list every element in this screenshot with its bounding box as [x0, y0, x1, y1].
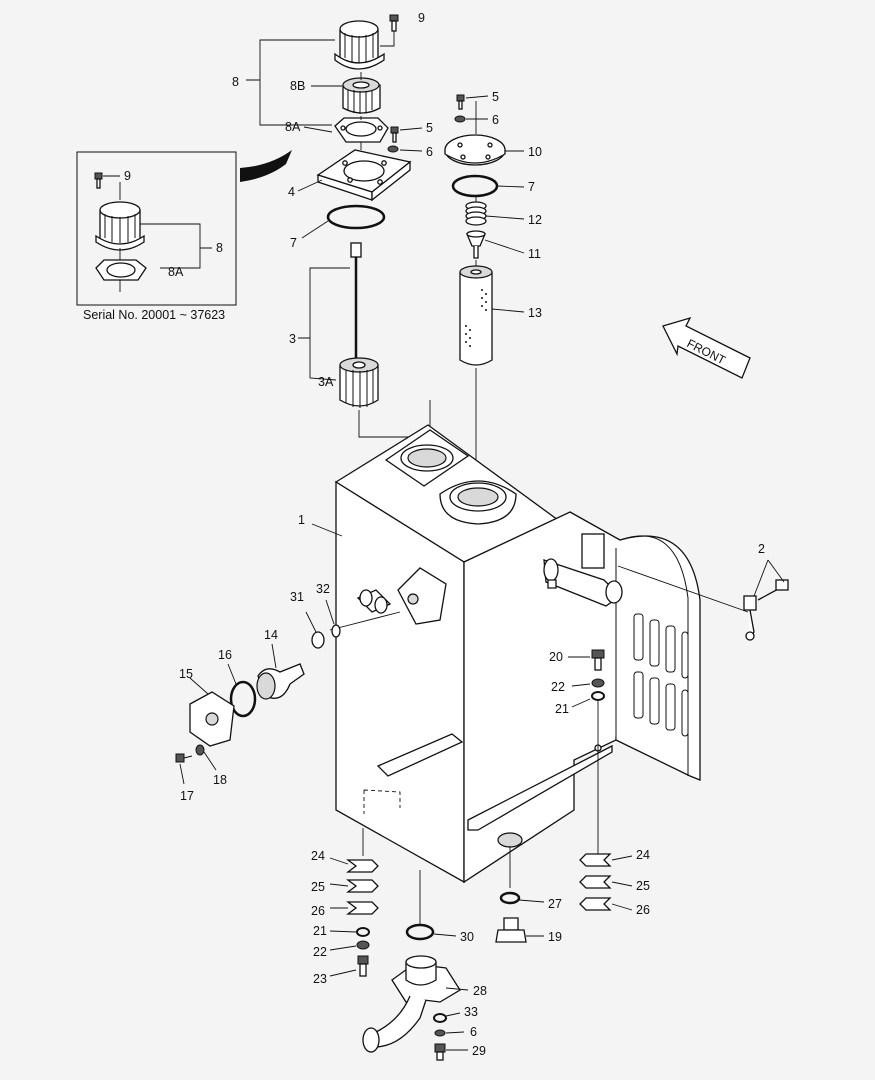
callout-13: 13 — [528, 306, 542, 320]
callout-32: 32 — [316, 582, 330, 596]
callout-1: 1 — [298, 513, 305, 527]
callout-21a: 21 — [555, 702, 569, 716]
bottom-parts — [329, 828, 633, 1061]
callout-7b: 7 — [528, 180, 535, 194]
callout-26a: 26 — [311, 904, 325, 918]
callout-10: 10 — [528, 145, 542, 159]
callout-6b: 6 — [426, 145, 433, 159]
callout-11: 11 — [528, 247, 541, 261]
callout-31: 31 — [290, 590, 304, 604]
callout-8A-inset: 8A — [168, 265, 184, 279]
spring — [465, 201, 487, 226]
callout-17: 17 — [180, 789, 194, 803]
return-filter-assembly — [444, 94, 525, 495]
callout-9-inset: 9 — [124, 169, 131, 183]
callout-22a: 22 — [551, 680, 565, 694]
callout-23: 23 — [313, 972, 327, 986]
callout-27: 27 — [548, 897, 562, 911]
callout-18: 18 — [213, 773, 227, 787]
front-direction-arrow: FRONT — [662, 316, 751, 379]
serial-number-note: Serial No. 20001 ~ 37623 — [83, 308, 225, 322]
callout-6c: 6 — [470, 1025, 477, 1039]
tank-vent-slots — [633, 613, 689, 737]
callout-8: 8 — [232, 75, 239, 89]
bracket-fasteners — [568, 649, 605, 708]
callout-24a: 24 — [311, 849, 325, 863]
callout-8B: 8B — [290, 79, 305, 93]
linkage-rod-assembly — [617, 559, 789, 641]
callout-5b: 5 — [426, 121, 433, 135]
callout-3A: 3A — [318, 375, 334, 389]
callout-29: 29 — [472, 1044, 486, 1058]
callout-14: 14 — [264, 628, 278, 642]
inset-bolt — [94, 172, 103, 189]
callout-28: 28 — [473, 984, 487, 998]
callout-15: 15 — [179, 667, 193, 681]
callout-30: 30 — [460, 930, 474, 944]
callout-20: 20 — [549, 650, 563, 664]
inset-gasket — [95, 259, 147, 281]
callout-16: 16 — [218, 648, 232, 662]
callout-19: 19 — [548, 930, 562, 944]
inset-box — [76, 150, 292, 306]
callout-21b: 21 — [313, 924, 327, 938]
filler-cap-assembly — [246, 14, 431, 452]
callout-26b: 26 — [636, 903, 650, 917]
callout-4: 4 — [288, 185, 295, 199]
inset-filter-cap — [95, 201, 145, 251]
suction-port-parts — [175, 589, 401, 785]
callout-3: 3 — [289, 332, 296, 346]
callout-9: 9 — [418, 11, 425, 25]
callout-8A: 8A — [285, 120, 301, 134]
callout-5a: 5 — [492, 90, 499, 104]
callout-12: 12 — [528, 213, 542, 227]
callout-24b: 24 — [636, 848, 650, 862]
callout-6a: 6 — [492, 113, 499, 127]
callout-8-inset: 8 — [216, 241, 223, 255]
callout-33: 33 — [464, 1005, 478, 1019]
callout-7a: 7 — [290, 236, 297, 250]
callout-2: 2 — [758, 542, 765, 556]
callout-25a: 25 — [311, 880, 325, 894]
callout-25b: 25 — [636, 879, 650, 893]
hydraulic-tank — [311, 424, 701, 884]
callout-22b: 22 — [313, 945, 327, 959]
